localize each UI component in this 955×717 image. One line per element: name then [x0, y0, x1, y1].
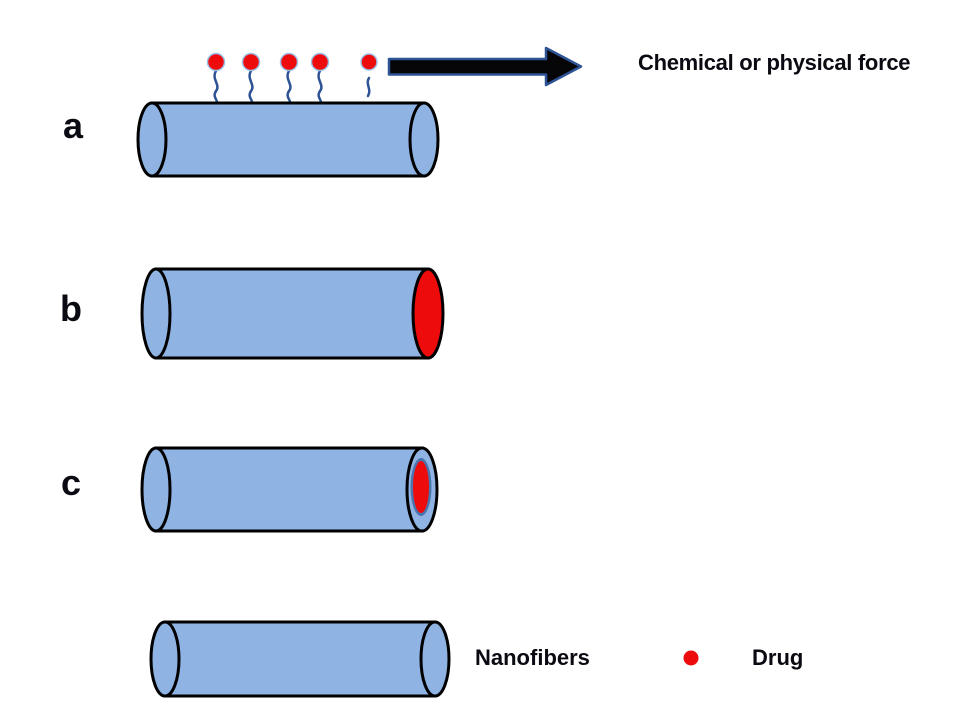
fiber-right-cap: [419, 620, 451, 698]
legend-nanofibers-label: Nanofibers: [475, 645, 590, 670]
fiber-left-cap: [140, 446, 172, 533]
row-label-b: b: [60, 288, 82, 329]
nanofiber-plain: [149, 620, 451, 698]
fiber-left-cap: [149, 620, 181, 698]
drug-core: [413, 461, 429, 513]
row-label-c: c: [61, 462, 82, 503]
fiber-right-cap: [408, 101, 440, 178]
tethered-drug-icon: [241, 52, 261, 105]
fiber-left-cap: [136, 101, 168, 178]
tethered-drug-icon: [206, 52, 226, 105]
tethered-drug-icon: [360, 53, 378, 98]
fiber-body: [163, 620, 437, 698]
fiber-body: [154, 446, 424, 533]
force-label: Chemical or physical force: [638, 50, 911, 75]
tether-line: [213, 69, 219, 105]
nanofiber-c: [140, 446, 439, 533]
drug-dot-icon: [360, 53, 378, 71]
nanofiber-b: [140, 267, 445, 360]
tether-line: [248, 69, 254, 105]
drug-dot-icon: [310, 52, 330, 72]
fiber-body: [154, 267, 430, 360]
tethered-drug-icon: [310, 52, 330, 105]
drug-filled-end-cap: [411, 267, 445, 360]
tether-line: [366, 76, 371, 98]
row-label-a: a: [63, 105, 84, 146]
surface-drug-tethers: [206, 52, 378, 105]
legend-drug-label: Drug: [752, 645, 804, 670]
force-arrow-icon: [387, 46, 583, 87]
legend-drug-dot-icon: [683, 650, 699, 666]
nanofiber-a: [136, 101, 440, 178]
fiber-body: [150, 101, 426, 178]
tether-line: [286, 69, 292, 105]
tethered-drug-icon: [279, 52, 299, 105]
drug-dot-icon: [279, 52, 299, 72]
tether-line: [317, 69, 323, 105]
drug-dot-icon: [206, 52, 226, 72]
fiber-left-cap: [140, 267, 172, 360]
drug-dot-icon: [241, 52, 261, 72]
